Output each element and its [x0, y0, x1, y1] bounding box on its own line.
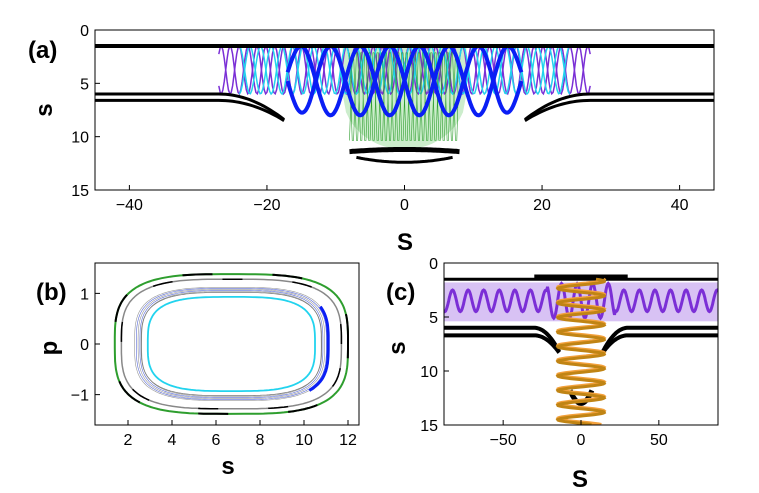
panel-a-ytick-label: 0 — [80, 23, 89, 40]
panel-c-xtick-label: 0 — [577, 432, 586, 449]
panel-b-orbit-band — [136, 288, 327, 400]
panel-a-ylabel: s — [31, 103, 58, 116]
panel-b-blue-arc — [308, 305, 330, 392]
panel-a-side-boundary — [95, 98, 285, 122]
panel-c-ticks: −50 0 50 0 5 10 15 — [420, 256, 668, 449]
panel-c-side-boundary — [601, 325, 718, 353]
panel-a: −40 −20 0 20 40 0 5 10 15 (a) S s — [28, 23, 715, 256]
panel-c-well-bottom — [567, 389, 595, 406]
panel-c-label: (c) — [386, 279, 415, 306]
panel-b-orbit-inner — [146, 296, 316, 392]
panel-b-ytick-label: 0 — [80, 337, 89, 354]
panel-b-curves — [113, 273, 349, 415]
panel-c-xtick-label: −50 — [490, 432, 517, 449]
panel-c: −50 0 50 0 5 10 15 (c) S s — [384, 256, 719, 493]
panel-a-xtick-label: 20 — [533, 197, 551, 214]
panel-b-orbit-outer — [113, 273, 349, 415]
panel-a-ytick-label: 10 — [71, 130, 89, 147]
panel-b-xtick-label: 10 — [295, 432, 313, 449]
panel-a-well-bottom-inner — [356, 155, 453, 164]
panel-a-curves — [95, 43, 714, 164]
panel-a-ytick-label: 5 — [80, 76, 89, 93]
panel-c-curves — [444, 274, 718, 425]
panel-c-ylabel: s — [384, 341, 411, 354]
panel-c-side-boundary — [601, 333, 718, 354]
panel-b-orbit-band — [139, 290, 324, 398]
panel-b-xtick-label: 4 — [168, 432, 177, 449]
panel-c-ytick-label: 10 — [420, 364, 438, 381]
panel-b-orbit-2-black — [120, 278, 343, 410]
panel-b-xlabel: s — [221, 453, 234, 480]
panel-b-xtick-label: 2 — [124, 432, 133, 449]
panel-b-ytick-label: −1 — [71, 388, 89, 405]
panel-c-side-boundary — [444, 325, 561, 353]
panel-b-xtick-label: 8 — [256, 432, 265, 449]
panel-a-xlabel: S — [397, 229, 413, 256]
panel-a-ytick-label: 15 — [71, 183, 89, 200]
panel-c-xlabel: S — [572, 466, 588, 493]
panel-b-ytick-label: 1 — [80, 286, 89, 303]
panel-c-series-gold — [555, 277, 607, 425]
panel-c-ytick-label: 0 — [429, 256, 438, 273]
panel-b-label: (b) — [36, 279, 67, 306]
panel-c-ytick-label: 5 — [429, 310, 438, 327]
panel-a-side-boundary — [524, 98, 714, 122]
panel-a-xtick-label: −20 — [253, 197, 280, 214]
panel-c-side-boundary — [444, 333, 561, 354]
panel-a-label: (a) — [28, 37, 57, 64]
panel-a-ticks: −40 −20 0 20 40 0 5 10 15 — [71, 23, 688, 214]
panel-b-xtick-label: 6 — [212, 432, 221, 449]
panel-a-xtick-label: −40 — [116, 197, 143, 214]
panel-b-xtick-label: 12 — [339, 432, 357, 449]
panel-a-side-boundary — [523, 92, 714, 121]
panel-a-well-bottom — [349, 147, 460, 155]
panel-a-series-blue — [285, 43, 524, 118]
panel-b-ylabel: p — [36, 341, 63, 356]
panel-b-orbit-band — [141, 291, 322, 397]
panel-a-xtick-label: 0 — [400, 197, 409, 214]
panel-c-ytick-label: 15 — [420, 418, 438, 435]
panel-b-orbit-3 — [140, 292, 322, 396]
panel-b-orbit-band — [137, 289, 325, 399]
panel-a-xtick-label: 40 — [671, 197, 689, 214]
panel-b-orbit-band — [134, 287, 329, 401]
panel-a-side-boundary — [95, 92, 286, 121]
panel-b-orbit-outer-black — [113, 273, 349, 415]
panel-c-xtick-label: 50 — [650, 432, 668, 449]
